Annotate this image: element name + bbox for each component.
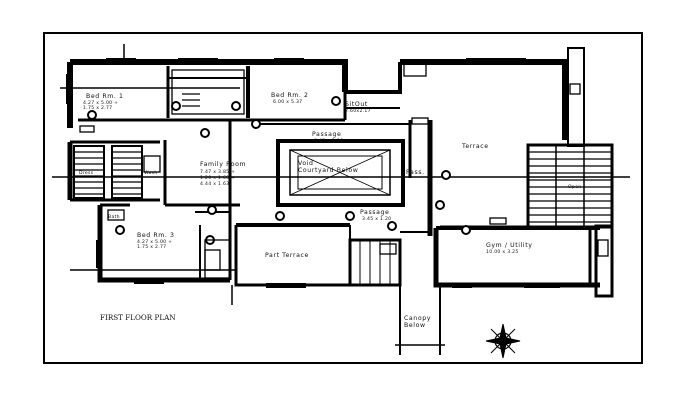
canopy-line2: Below	[404, 322, 426, 329]
void-name: Void	[298, 160, 314, 167]
sheet-border	[43, 32, 643, 364]
room-labels: Bed Rm. 1 4.27 x 5.00 + 1.75 x 2.77 Bed …	[79, 92, 581, 329]
gym-dim1: 10.00 x 3.25	[486, 249, 519, 255]
open-name: Open	[568, 184, 581, 190]
passage-top-dim1: 8.45 x 1.20	[314, 138, 343, 144]
sitout-name: SitOut	[345, 101, 368, 108]
staircase-left	[73, 145, 143, 199]
family-dim2: 1.20 x 1.60 +	[200, 175, 235, 181]
dress-name: Dress	[79, 170, 94, 176]
bed1-name: Bed Rm. 1	[86, 93, 124, 100]
family-name: Family Room	[200, 161, 246, 168]
pass-name: Pass.	[406, 169, 425, 176]
family-dim3: 4.44 x 1.63	[200, 181, 229, 187]
passage-top-name: Passage	[312, 131, 341, 138]
reference-lines	[52, 44, 630, 305]
bed2-dim1: 6.00 x 5.37	[273, 99, 302, 105]
passage-mid-name: Passage	[360, 209, 389, 216]
bed3-dim2: 1.75 x 2.77	[137, 244, 166, 250]
fixtures	[79, 63, 609, 279]
terrace-name: Terrace	[461, 143, 489, 150]
passage-mid-dim1: 3.45 x 1.20	[362, 216, 391, 222]
staircase-right	[526, 143, 614, 229]
columns	[87, 96, 471, 245]
wash-name: Wash	[144, 170, 158, 176]
bath-name: Bath	[108, 214, 120, 220]
bed3-dim1: 4.27 x 5.00 +	[137, 239, 172, 245]
sitout-dim1: 2.60x2.17	[345, 108, 371, 114]
drawing-title: FIRST FLOOR PLAN	[100, 313, 176, 322]
windows	[66, 58, 560, 288]
canopy-name: Canopy	[404, 315, 431, 322]
family-dim1: 7.47 x 3.85 +	[200, 169, 235, 175]
part-terrace-name: Part Terrace	[265, 252, 309, 259]
bed3-name: Bed Rm. 3	[137, 232, 175, 239]
gym-name: Gym / Utility	[486, 242, 533, 249]
north-arrow-icon	[485, 323, 521, 359]
bed2-name: Bed Rm. 2	[271, 92, 309, 99]
bed1-dim1: 4.27 x 5.00 +	[83, 100, 118, 106]
void-line2: Courtyard Below	[298, 167, 358, 174]
bed1-dim2: 1.75 x 2.77	[83, 105, 112, 111]
